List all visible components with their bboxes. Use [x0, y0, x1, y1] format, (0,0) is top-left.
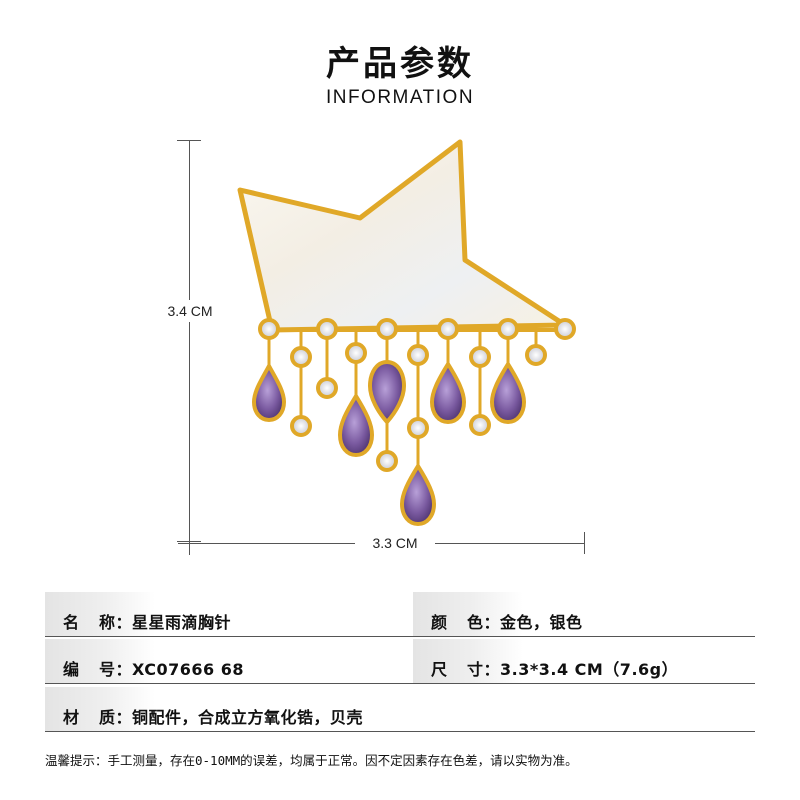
color-label-char-1: 颜: [431, 613, 448, 632]
info-row-code: 编号：XC07666 68: [45, 639, 413, 684]
product-image: [230, 130, 590, 530]
material-label-char-1: 材: [63, 708, 80, 727]
size-label-char-2: 寸：: [467, 660, 501, 679]
name-label-char-2: 称：: [99, 613, 133, 632]
info-row-size: 尺寸：3.3*3.4 CM（7.6g）: [413, 639, 755, 684]
info-row-material: 材质：铜配件，合成立方氧化锆，贝壳: [45, 687, 755, 732]
info-row-color: 颜色：金色，银色: [413, 592, 755, 637]
row-label-shade: [413, 639, 523, 683]
width-dimension-label: 3.3 CM: [355, 535, 435, 551]
page-subtitle: INFORMATION: [325, 87, 475, 108]
page-title: 产品参数: [326, 44, 474, 84]
width-dimension-tick-right: [584, 532, 585, 554]
color-value: 金色，银色: [500, 613, 583, 632]
info-row-name: 名称：星星雨滴胸针: [45, 592, 413, 637]
code-value: XC07666 68: [132, 660, 245, 679]
height-dimension-tick-top: [177, 140, 201, 141]
code-label-char-1: 编: [63, 660, 80, 679]
name-value: 星星雨滴胸针: [132, 613, 232, 632]
disclaimer-note: 温馨提示：手工测量，存在0-10MM的误差，均属于正常。因不定因素存在色差，请以…: [45, 753, 578, 768]
height-dimension-line: [189, 140, 190, 542]
brooch-illustration: [237, 139, 576, 527]
name-label-char-1: 名: [63, 613, 80, 632]
material-label-char-2: 质：: [99, 708, 133, 727]
width-dimension-tick-left: [189, 531, 190, 555]
color-label-char-2: 色：: [467, 613, 501, 632]
size-value: 3.3*3.4 CM（7.6g）: [500, 660, 679, 679]
row-label-shade: [45, 687, 155, 731]
height-dimension-label: 3.4 CM: [158, 300, 222, 322]
material-value: 铜配件，合成立方氧化锆，贝壳: [132, 708, 364, 727]
size-label-char-1: 尺: [431, 660, 448, 679]
row-label-shade: [413, 592, 523, 636]
row-label-shade: [45, 639, 155, 683]
code-label-char-2: 号：: [99, 660, 133, 679]
row-label-shade: [45, 592, 155, 636]
